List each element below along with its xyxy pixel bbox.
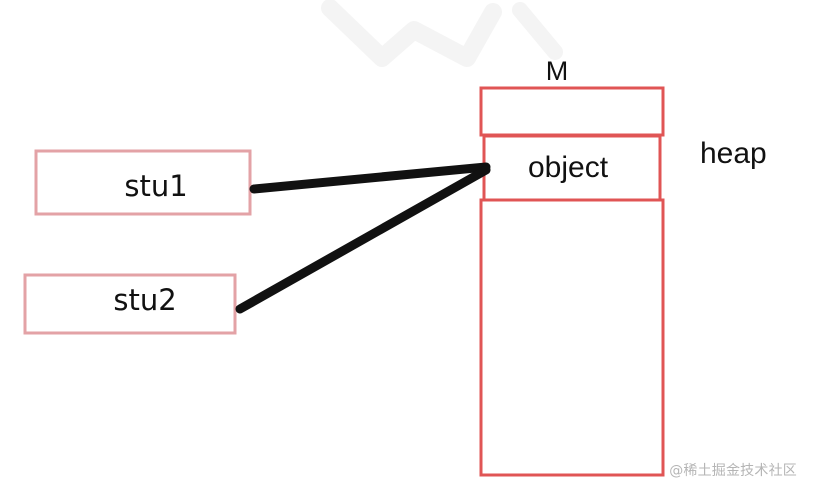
heap-body-cell xyxy=(479,198,665,477)
stu2-label: stu2 xyxy=(113,283,176,317)
stu1-variable-box xyxy=(34,149,252,216)
object-label: object xyxy=(528,151,609,184)
stu1-reference-line xyxy=(249,162,491,194)
stu2-reference-line xyxy=(235,165,491,314)
source-credit: @稀土掘金技术社区 xyxy=(669,463,797,479)
heap-label: heap xyxy=(700,137,767,170)
heap-top-cell xyxy=(479,86,665,137)
stu1-label: stu1 xyxy=(124,169,187,203)
stu2-variable-box xyxy=(23,273,237,335)
watermark-marks xyxy=(321,0,563,67)
memory-label: M xyxy=(546,56,569,86)
heap-column xyxy=(479,86,665,477)
